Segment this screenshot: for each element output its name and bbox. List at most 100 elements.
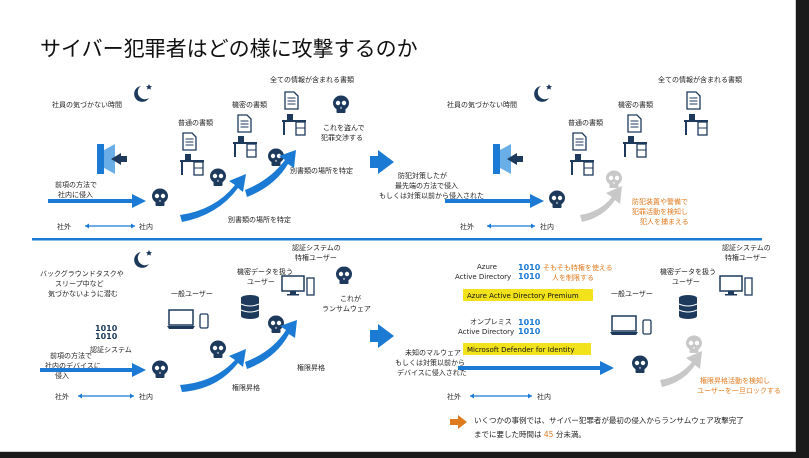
pc-icon <box>719 275 753 297</box>
highlight-azure-premium <box>463 289 593 301</box>
binary-icon: 1010 <box>95 332 118 341</box>
top-middle-transition: 防犯対策したが 最先端の方法で侵入 もしくは対策以前から侵入された <box>370 150 484 200</box>
doc-icon <box>182 132 197 151</box>
label-all-info-docs: 全ての情報が含まれる書類 <box>270 75 354 84</box>
label-all-info-docs: 全ての情報が含まれる書類 <box>658 75 742 84</box>
bottom-right-scenario: Azure Active Directory 1010 1010 そもそも特権を… <box>447 243 781 401</box>
slide-title: サイバー犯罪者はどの様に攻撃するのか <box>40 37 418 61</box>
curved-arrow <box>180 174 246 222</box>
skull-icon <box>210 168 226 186</box>
label-bg-2: スリープ中など <box>55 279 104 288</box>
label-escalation-lower: 権限昇格 <box>232 383 260 392</box>
binary-icon: 1010 <box>518 327 541 336</box>
transition-arrow <box>370 150 394 174</box>
label-intrude-2: 社内のデバイスに <box>45 361 101 370</box>
door-entry-icon <box>493 144 523 174</box>
label-outside: 社外 <box>55 392 69 401</box>
curved-arrow <box>660 351 702 387</box>
doc-icon <box>284 91 299 110</box>
footer-line-2: までに要した時間は 45 分未満。 <box>474 429 586 439</box>
laptop-icon <box>609 315 639 336</box>
label-defense-3: もしくは対策以前から侵入された <box>379 191 484 200</box>
database-icon <box>240 294 260 320</box>
label-general-user: 一般ユーザー <box>611 289 653 298</box>
footer-line-1: いくつかの事例では、サイバー犯罪者が最初の侵入からランサムウェア攻撃完了 <box>474 415 744 425</box>
label-inside: 社内 <box>540 222 554 231</box>
phone-icon <box>642 319 652 335</box>
skull-icon <box>268 315 284 333</box>
skull-icon <box>152 360 168 378</box>
label-off-hours: 社員の気づかない時間 <box>52 100 122 109</box>
label-bg-3: 気づかないように潜む <box>48 289 118 298</box>
label-defense-2: 最先端の方法で侵入 <box>395 181 458 190</box>
label-azure-ad-1: Azure <box>477 263 497 271</box>
label-conf-user-1: 機密データを扱う <box>660 267 716 276</box>
doc-icon <box>237 114 252 133</box>
skull-icon <box>333 95 349 113</box>
skull-icon <box>336 266 352 284</box>
label-outside: 社外 <box>447 392 461 401</box>
label-onprem-1: オンプレミス <box>470 318 512 326</box>
label-auth-priv-1: 認証システムの <box>722 243 771 252</box>
doc-icon <box>572 132 587 151</box>
skull-icon <box>632 355 648 373</box>
label-ransom-2: ランサムウェア <box>322 305 371 313</box>
binary-icon: 1010 <box>518 263 541 272</box>
label-bg-1: バックグラウンドタスクや <box>40 269 124 278</box>
label-off-hours: 社員の気づかない時間 <box>447 100 517 109</box>
pc-icon <box>281 275 315 297</box>
label-privilege-2: 人を制限する <box>552 273 594 282</box>
desk-icon <box>281 113 307 136</box>
label-auth-priv-2: 特権ユーザー <box>725 253 767 262</box>
door-entry-icon <box>97 144 127 174</box>
label-inside: 社内 <box>537 392 551 401</box>
skull-icon <box>686 335 702 353</box>
desk-icon <box>179 153 205 176</box>
laptop-icon <box>166 309 196 330</box>
label-normal-docs: 普通の書類 <box>568 118 603 127</box>
label-outside: 社外 <box>460 222 474 231</box>
desk-icon <box>232 135 258 158</box>
label-steal-1: これを盗んで <box>323 123 365 132</box>
binary-icon: 1010 <box>95 324 118 333</box>
label-detect-3: 犯人を捕まえる <box>640 217 689 226</box>
label-privilege-1: そもそも特権を使える <box>543 263 613 272</box>
label-inside: 社内 <box>139 392 153 401</box>
desk-icon <box>569 153 595 176</box>
label-detect-1: 防犯装置や警備で <box>632 197 688 206</box>
desk-icon <box>683 113 709 136</box>
database-icon <box>678 294 698 320</box>
moon-icon <box>134 250 152 268</box>
label-malware-2: もしくは対策以前から <box>395 358 465 367</box>
label-lock-2: ユーザーを一旦ロックする <box>697 387 781 395</box>
label-onprem-2: Active Directory <box>458 328 514 336</box>
curved-arrow <box>245 320 297 369</box>
label-steal-2: 犯罪交渉する <box>321 133 363 142</box>
entry-arrow <box>445 194 544 208</box>
skull-icon <box>210 340 226 358</box>
doc-icon <box>627 114 642 133</box>
label-specify-upper: 別書類の場所を特定 <box>290 166 353 175</box>
curved-arrow <box>180 349 246 392</box>
label-general-user: 一般ユーザー <box>171 289 213 298</box>
label-ransom-1: これが <box>340 294 361 303</box>
label-defender: Microsoft Defender for Identity <box>467 346 575 354</box>
label-intrude-1: 前項の方法で <box>55 180 97 189</box>
binary-icon: 1010 <box>518 318 541 327</box>
label-specify-lower: 別書類の場所を特定 <box>228 215 291 224</box>
label-auth-priv-2: 特権ユーザー <box>295 253 337 262</box>
label-defense-1: 防犯対策したが <box>398 171 447 180</box>
label-confidential-docs: 機密の書類 <box>618 100 653 109</box>
phone-icon <box>199 313 209 329</box>
label-auth-priv-1: 認証システムの <box>292 243 341 252</box>
label-conf-user-2: ユーザー <box>247 278 275 286</box>
skull-icon <box>152 188 168 206</box>
entry-arrow <box>48 194 146 208</box>
top-left-scenario: 社員の気づかない時間 普通の書類 機密の書類 全ての情報が含まれる書類 これを盗… <box>48 75 365 231</box>
label-conf-user-1: 機密データを扱う <box>237 267 293 276</box>
label-intrude-1: 前項の方法で <box>50 351 92 360</box>
moon-icon <box>534 84 552 102</box>
binary-icon: 1010 <box>518 272 541 281</box>
arrow-right-icon <box>450 415 467 429</box>
highlight-defender <box>463 343 591 355</box>
